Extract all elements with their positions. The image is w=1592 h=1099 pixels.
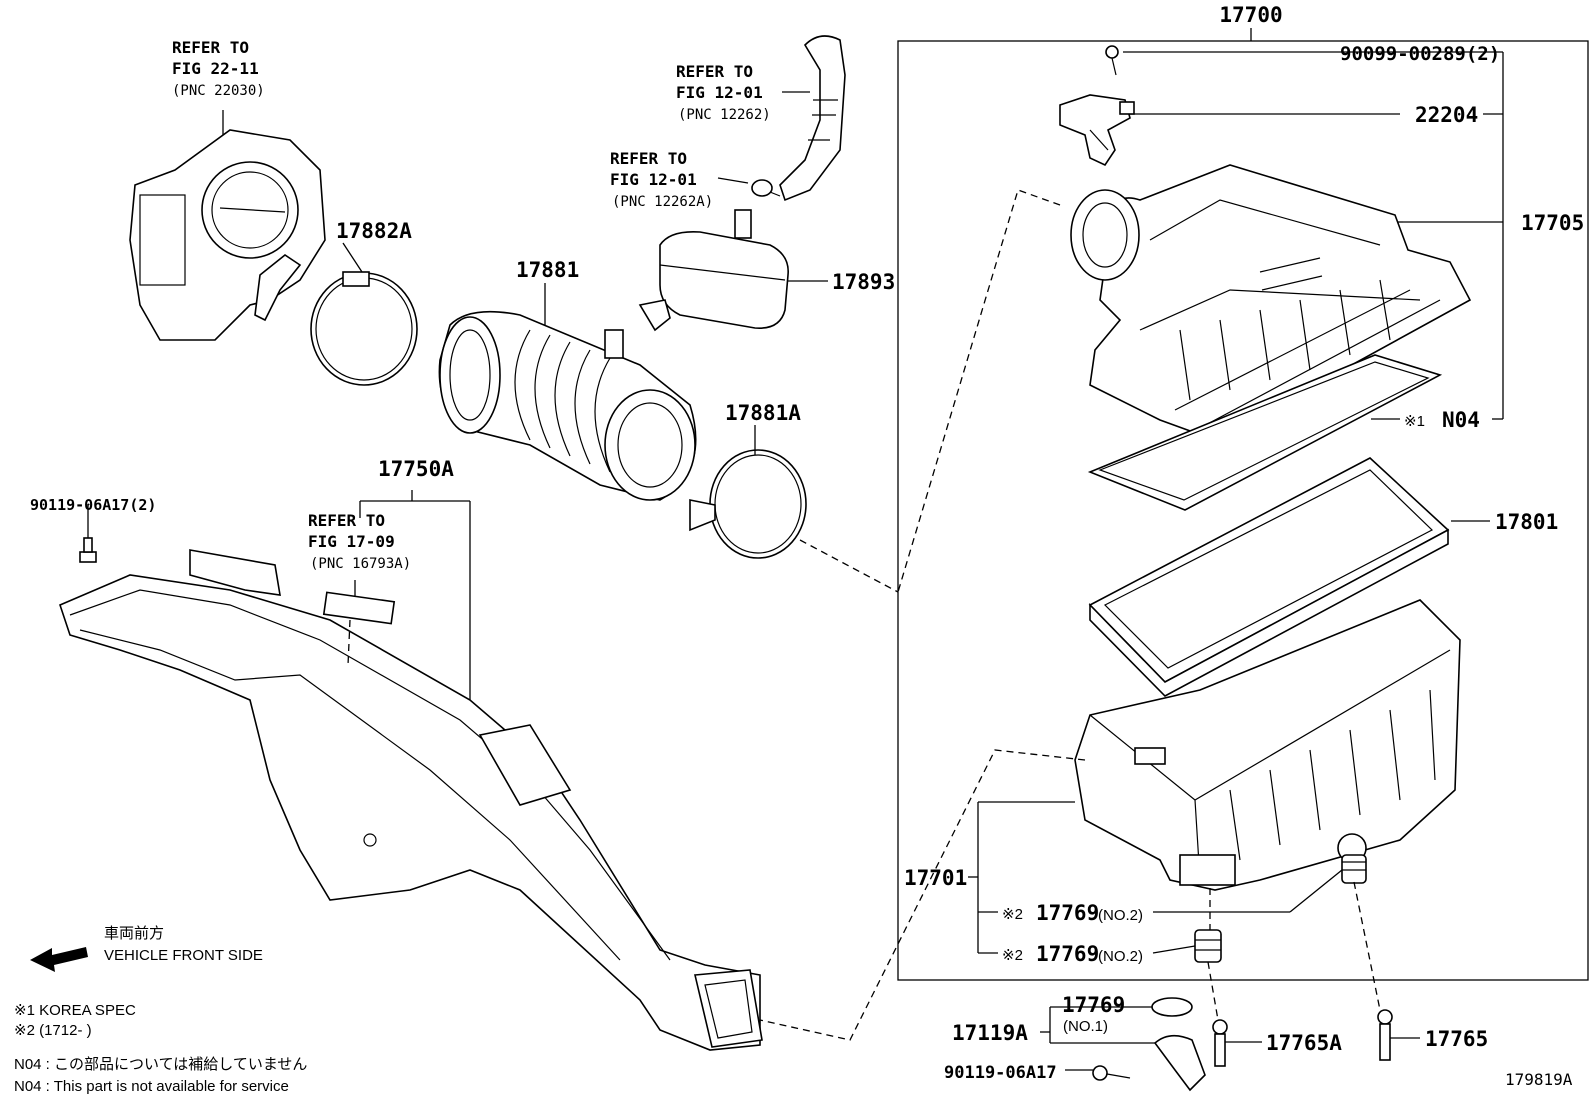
label-17881a: 17881A: [725, 401, 801, 425]
leader-lines-right: [1123, 51, 1504, 522]
label-17881: 17881: [516, 258, 579, 282]
pnc-16793a: (PNC 16793A): [310, 556, 411, 572]
label-17701: 17701: [904, 866, 967, 890]
label-17769-a: 17769: [1036, 901, 1099, 925]
label-90099-00289: 90099-00289(2): [1340, 43, 1500, 65]
refer-to-4: REFER TO: [308, 511, 385, 530]
label-17119a: 17119A: [952, 1021, 1028, 1045]
refer-to-2: REFER TO: [676, 62, 753, 81]
note-date: ※2 (1712- ): [14, 1022, 92, 1039]
label-17801: 17801: [1495, 510, 1558, 534]
clamp-17881a: [689, 449, 807, 559]
sensor-22204: [1059, 94, 1135, 167]
air-cleaner-case-17701: [1074, 599, 1461, 891]
hose-clip: [751, 179, 781, 197]
pnc-12262: (PNC 12262): [678, 107, 771, 123]
refer-to-1: REFER TO: [172, 38, 249, 57]
air-cleaner-cap-17705: [1070, 164, 1472, 441]
intake-hose-17881: [438, 310, 697, 501]
label-17893: 17893: [832, 270, 895, 294]
dash-leaders-lower-right: [1207, 881, 1381, 1021]
label-17765a: 17765A: [1266, 1031, 1342, 1055]
gasket: [1087, 354, 1443, 511]
label-mark2-a: ※2: [1002, 906, 1023, 923]
figure-number: 179819A: [1505, 1070, 1573, 1089]
screw-90099: [1105, 45, 1119, 76]
dash-leaders-main: [759, 189, 1086, 1041]
vehicle-front-arrow-icon: [30, 947, 88, 972]
vehicle-front-en: VEHICLE FRONT SIDE: [104, 947, 263, 964]
bolt-17765a: [1212, 1019, 1228, 1067]
fig-17-09: FIG 17-09: [308, 532, 395, 551]
pnc-22030: (PNC 22030): [172, 83, 265, 99]
grommet-17769-b: [1194, 929, 1222, 963]
bolt-90119-a: [79, 537, 97, 563]
fig-12-01-a: FIG 12-01: [676, 83, 763, 102]
bracket-17119a: [1153, 1034, 1206, 1092]
label-17750a: 17750A: [378, 457, 454, 481]
throttle-body: [129, 129, 326, 341]
assembly-frame-17700: [897, 40, 1589, 981]
filter-element-17801: [1088, 457, 1450, 697]
clamp-17882a: [310, 271, 418, 386]
bolt-17765: [1377, 1009, 1393, 1061]
label-no1: (NO.1): [1063, 1018, 1108, 1035]
label-17765: 17765: [1425, 1027, 1488, 1051]
label-17769-b: 17769: [1036, 942, 1099, 966]
bolt-90119-b: [1092, 1065, 1131, 1081]
note-n04-en: N04 : This part is not available for ser…: [14, 1078, 289, 1095]
label-n04: N04: [1442, 408, 1480, 432]
label-17705: 17705: [1521, 211, 1584, 235]
label-17882a: 17882A: [336, 219, 412, 243]
pnc-12262a: (PNC 12262A): [612, 194, 713, 210]
refer-to-3: REFER TO: [610, 149, 687, 168]
note-korea-spec: ※1 KOREA SPEC: [14, 1002, 136, 1019]
air-duct-17750a: [59, 549, 763, 1051]
vehicle-front-jp: 車両前方: [104, 925, 164, 942]
label-no2-b: (NO.2): [1098, 948, 1143, 965]
grommet-17769-no1: [1151, 997, 1193, 1017]
leader-lines-lower-right: [968, 801, 1420, 1071]
label-17769-c: 17769: [1062, 993, 1125, 1017]
label-mark2-b: ※2: [1002, 947, 1023, 964]
label-90119-b: 90119-06A17: [944, 1063, 1057, 1083]
label-22204: 22204: [1415, 103, 1478, 127]
note-n04-jp: N04 : この部品については補給していません: [14, 1056, 307, 1073]
leader-17750a: [347, 490, 471, 700]
label-90119-a: 90119-06A17(2): [30, 496, 156, 514]
breather-hose: [779, 35, 846, 202]
label-plate: [322, 591, 396, 625]
label-17700: 17700: [1219, 3, 1282, 27]
grommet-17769-a: [1341, 854, 1367, 884]
resonator-17893: [638, 209, 789, 332]
fig-22-11: FIG 22-11: [172, 59, 259, 78]
label-korea-mark: ※1: [1404, 413, 1425, 430]
label-no2-a: (NO.2): [1098, 907, 1143, 924]
fig-12-01-b: FIG 12-01: [610, 170, 697, 189]
